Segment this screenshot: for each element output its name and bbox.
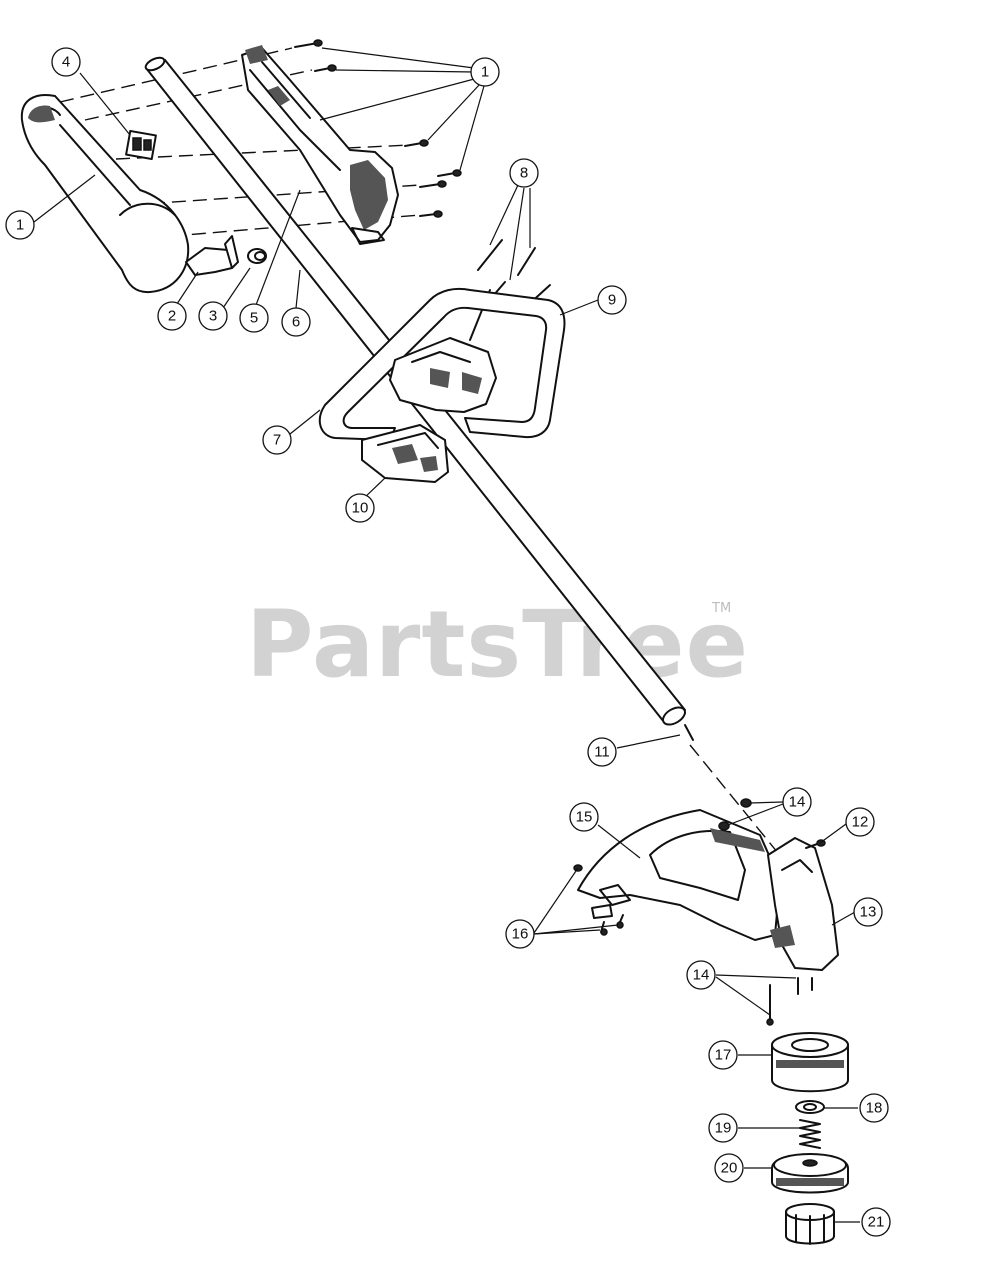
- callout-4: 4: [51, 47, 81, 77]
- callout-15: 15: [569, 802, 599, 832]
- guard-screws: [573, 798, 826, 1026]
- callout-11: 11: [587, 737, 617, 767]
- callout-8: 8: [509, 158, 539, 188]
- handle-pins: [469, 239, 551, 341]
- callout-number: 20: [721, 1160, 738, 1177]
- switch: [125, 129, 157, 161]
- watermark-trademark: TM: [711, 601, 731, 616]
- callout-18: 18: [859, 1093, 889, 1123]
- callout-number: 10: [352, 500, 369, 517]
- callout-10: 10: [345, 493, 375, 523]
- callout-21: 21: [861, 1207, 891, 1237]
- callout-leaders: [33, 47, 860, 1223]
- callout-number: 14: [789, 794, 806, 811]
- callout-5: 5: [239, 303, 269, 333]
- callout-number: 2: [168, 308, 176, 325]
- callout-16: 16: [505, 919, 535, 949]
- callout-13: 13: [853, 897, 883, 927]
- callout-number: 21: [868, 1214, 885, 1231]
- callout-number: 5: [250, 310, 258, 327]
- callout-number: 11: [594, 744, 610, 761]
- callout-number: 1: [16, 217, 24, 234]
- callout-7: 7: [262, 425, 292, 455]
- callout-number: 8: [520, 165, 528, 182]
- callout-number: 15: [576, 809, 593, 826]
- callout-1-left: 1: [5, 210, 35, 240]
- callout-3: 3: [198, 301, 228, 331]
- callout-19: 19: [708, 1113, 738, 1143]
- washer: [795, 1100, 825, 1114]
- callout-12: 12: [845, 807, 875, 837]
- callout-9: 9: [597, 285, 627, 315]
- callout-number: 14: [693, 967, 710, 984]
- handle-clamp: [389, 337, 497, 413]
- trigger-spring: [247, 248, 267, 264]
- handle-bracket: [361, 424, 449, 483]
- callout-number: 17: [715, 1047, 732, 1064]
- parts-tree-watermark: PartsTree TM: [246, 591, 749, 698]
- spool: [771, 1032, 849, 1093]
- callout-number: 4: [62, 54, 70, 71]
- spool-cover: [771, 1153, 849, 1194]
- grass-guard: [577, 809, 781, 941]
- callout-number: 12: [852, 814, 869, 831]
- assist-handle-loop: [318, 287, 566, 441]
- callout-number: 1: [481, 64, 489, 81]
- watermark-brand: PartsTree: [246, 591, 749, 698]
- callout-number: 16: [512, 926, 529, 943]
- callout-number: 9: [608, 292, 616, 309]
- callout-number: 3: [209, 308, 217, 325]
- callout-14-top: 14: [782, 787, 812, 817]
- spool-spring: [799, 1119, 821, 1149]
- housing-screws: [294, 39, 462, 218]
- callout-1-top: 1: [470, 57, 500, 87]
- callout-20: 20: [714, 1153, 744, 1183]
- callout-number: 13: [860, 904, 877, 921]
- motor-housing: [767, 837, 839, 971]
- callout-14-bottom: 14: [686, 960, 716, 990]
- callout-number: 18: [866, 1100, 883, 1117]
- rear-handle-left-housing: [20, 94, 190, 294]
- callout-17: 17: [708, 1040, 738, 1070]
- callout-6: 6: [281, 307, 311, 337]
- trigger: [185, 235, 239, 276]
- callout-2: 2: [157, 301, 187, 331]
- rear-handle-right-housing: [241, 45, 399, 245]
- callout-number: 19: [715, 1120, 732, 1137]
- callout-number: 7: [273, 432, 281, 449]
- callout-number: 6: [292, 314, 300, 331]
- bump-knob: [785, 1203, 835, 1245]
